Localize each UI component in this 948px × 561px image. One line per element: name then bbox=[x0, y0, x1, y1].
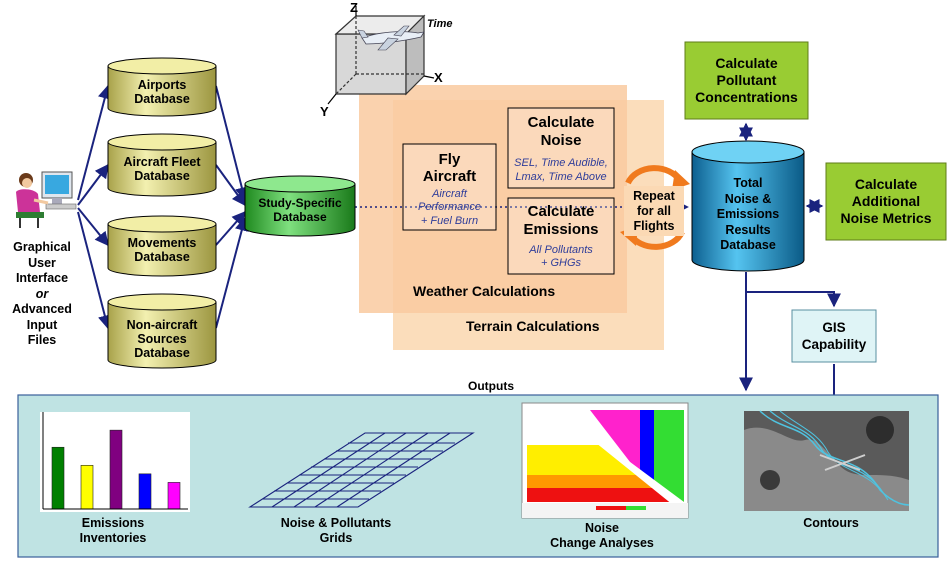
cube-time-label: Time bbox=[427, 18, 453, 30]
emissions-chart bbox=[51, 429, 181, 510]
cube-x-label: X bbox=[434, 70, 443, 85]
emissions-bar bbox=[138, 473, 152, 510]
emissions-inventories-label: Emissions Inventories bbox=[79, 515, 147, 546]
metrics-label: Calculate Additional Noise Metrics bbox=[840, 176, 932, 226]
emissions-bar bbox=[167, 482, 181, 510]
gis-label: GIS Capability bbox=[801, 320, 867, 352]
grids-label: Noise & Pollutants Grids bbox=[280, 515, 392, 546]
fly-aircraft-box bbox=[402, 143, 497, 231]
pollutant-box bbox=[684, 41, 809, 120]
calc-noise-title: Calculate Noise bbox=[527, 114, 595, 149]
results-db-shape bbox=[691, 140, 805, 272]
airports-db-label: Airports Database bbox=[134, 78, 190, 106]
airports-db-shape bbox=[107, 57, 217, 117]
input-label: Graphical User Interface or Advanced Inp… bbox=[2, 240, 82, 349]
calc-emissions-box bbox=[507, 197, 615, 275]
calc-noise-subtitle: SEL, Time Audible, Lmax, Time Above bbox=[514, 157, 608, 183]
fly-aircraft-subtitle: Aircraft Performance + Fuel Burn bbox=[418, 187, 481, 227]
movements-db-shape bbox=[107, 215, 217, 277]
airplane-icon bbox=[357, 25, 425, 51]
pollutant-label: Calculate Pollutant Concentrations bbox=[695, 55, 798, 105]
input-label-line4: Advanced bbox=[12, 302, 72, 316]
fleet-db-label: Aircraft Fleet Database bbox=[123, 155, 201, 183]
repeat-label: Repeat for all Flights bbox=[624, 186, 684, 236]
calc-noise-box bbox=[507, 107, 615, 189]
study-db-shape bbox=[244, 175, 356, 237]
emissions-bar bbox=[80, 464, 94, 510]
fly-aircraft-title: Fly Aircraft bbox=[422, 151, 477, 185]
grid-illustration bbox=[248, 432, 475, 508]
contours-label: Contours bbox=[803, 516, 859, 530]
change-analyses-label: Noise Change Analyses bbox=[550, 520, 654, 551]
terrain-label: Terrain Calculations bbox=[466, 318, 600, 334]
change-analysis-thumbnail bbox=[521, 402, 689, 519]
input-label-line6: Files bbox=[27, 333, 57, 347]
cube-z-label: Z bbox=[350, 0, 358, 15]
cube-y-label: Y bbox=[320, 104, 329, 119]
gis-box bbox=[791, 309, 877, 363]
outputs-title: Outputs bbox=[468, 379, 514, 393]
weather-panel bbox=[359, 85, 627, 313]
emissions-bar bbox=[51, 446, 65, 510]
input-label-line1: Graphical bbox=[13, 240, 71, 254]
metrics-box bbox=[825, 162, 947, 241]
fleet-db-shape bbox=[107, 133, 217, 197]
results-db-label: Total Noise & Emissions Results Database bbox=[716, 176, 780, 253]
input-label-line2: User bbox=[28, 255, 56, 270]
emissions-bar bbox=[109, 429, 123, 510]
computer-user-icon bbox=[8, 170, 78, 230]
nonaircraft-db-shape bbox=[107, 293, 217, 369]
input-label-line5: Input bbox=[26, 317, 58, 332]
input-arrows bbox=[77, 84, 249, 330]
input-label-or: or bbox=[35, 286, 49, 301]
contours-map-thumbnail bbox=[744, 410, 910, 511]
calc-emissions-subtitle: All Pollutants + GHGs bbox=[529, 243, 593, 270]
movements-db-label: Movements Database bbox=[127, 236, 197, 264]
input-label-line3: Interface bbox=[15, 271, 69, 285]
study-db-label: Study-Specific Database bbox=[258, 196, 342, 224]
nonaircraft-db-label: Non-aircraft Sources Database bbox=[126, 318, 198, 360]
calc-emissions-title: Calculate Emissions bbox=[523, 203, 599, 238]
weather-label: Weather Calculations bbox=[413, 283, 556, 299]
